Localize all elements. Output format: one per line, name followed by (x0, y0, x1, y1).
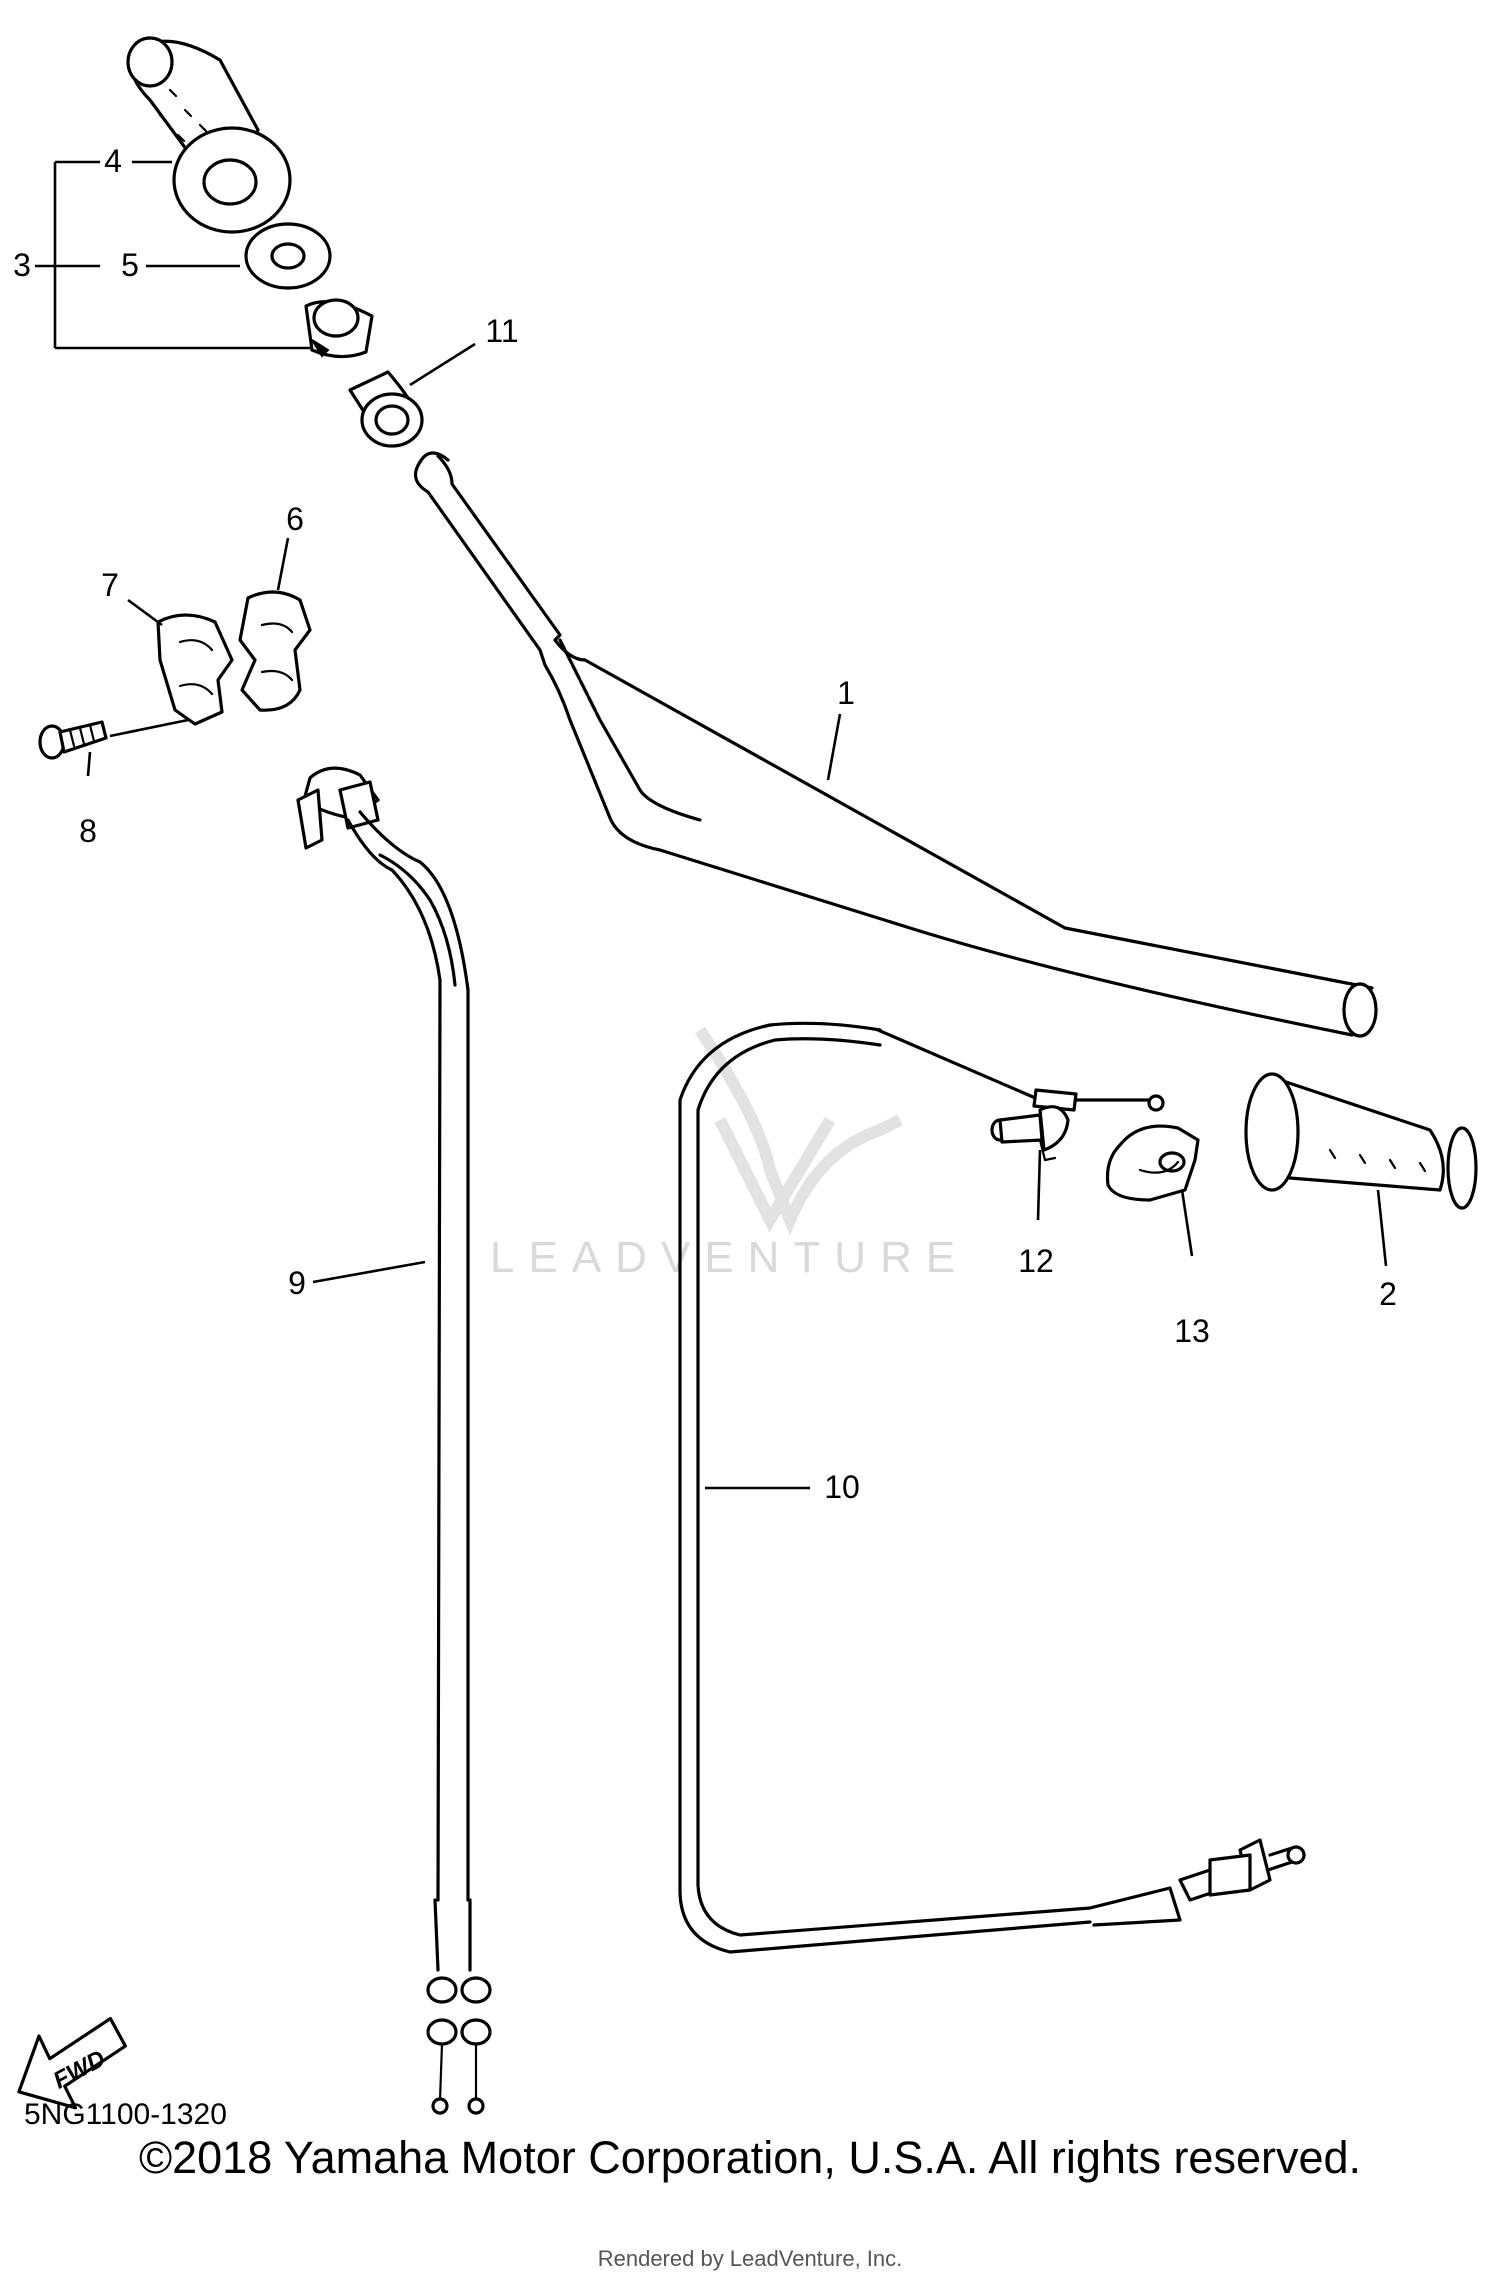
callout-2: 2 (1379, 1276, 1397, 1312)
callout-8: 8 (79, 813, 97, 849)
callout-3: 3 (13, 247, 31, 283)
cable-adjuster[interactable] (990, 1105, 1070, 1162)
left-grip[interactable] (126, 36, 292, 234)
callout-10: 10 (824, 1469, 860, 1505)
grip-set-bracket (53, 160, 310, 350)
rendered-by-credit: Rendered by LeadVenture, Inc. (597, 2246, 903, 2271)
callout-5: 5 (121, 247, 139, 283)
callout-4: 4 (104, 143, 122, 179)
throttle-collar[interactable] (304, 298, 374, 359)
throttle-housing[interactable] (1105, 1124, 1200, 1202)
throttle-cable-assy[interactable] (296, 766, 492, 2115)
callout-7: 7 (101, 567, 119, 603)
callout-12: 12 (1018, 1243, 1054, 1279)
leadventure-watermark-logo (695, 1026, 903, 1236)
fwd-arrow-icon: FWD (17, 2016, 127, 2110)
copyright-notice: ©2018 Yamaha Motor Corporation, U.S.A. A… (138, 2132, 1362, 2183)
diagram-code: 5NG1100-1320 (24, 2098, 227, 2131)
handlebar-end-collar[interactable] (348, 370, 424, 448)
grip-washer[interactable] (244, 222, 332, 290)
callout-13: 13 (1174, 1313, 1210, 1349)
handlebar-holder-upper-6[interactable] (238, 590, 312, 712)
callout-11: 11 (485, 313, 518, 349)
callout-9: 9 (288, 1265, 306, 1301)
right-grip[interactable] (1244, 1072, 1478, 1210)
callout-1: 1 (837, 675, 855, 711)
handlebar-holder-7[interactable] (156, 613, 234, 726)
bolt[interactable] (38, 720, 108, 760)
leader-lines (86, 160, 1388, 1490)
clutch-cable[interactable] (678, 1021, 1306, 1954)
watermark-text: LEADVENTURE (490, 1233, 969, 1282)
callout-6: 6 (286, 501, 304, 537)
handlebar[interactable] (413, 451, 1378, 1038)
